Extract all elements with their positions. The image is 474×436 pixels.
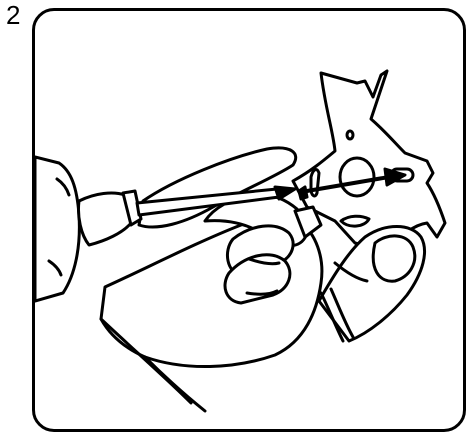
illustration-panel [32,8,466,432]
right-fingernail [373,236,415,281]
illustration [35,11,463,429]
bracket-center-hole [340,158,374,196]
bit-tip [275,187,295,199]
bracket-slot-lower [341,216,369,226]
screw [299,187,307,199]
bracket-small-hole [347,131,353,139]
step-number: 2 [6,0,20,30]
drill-chuck [78,193,131,245]
